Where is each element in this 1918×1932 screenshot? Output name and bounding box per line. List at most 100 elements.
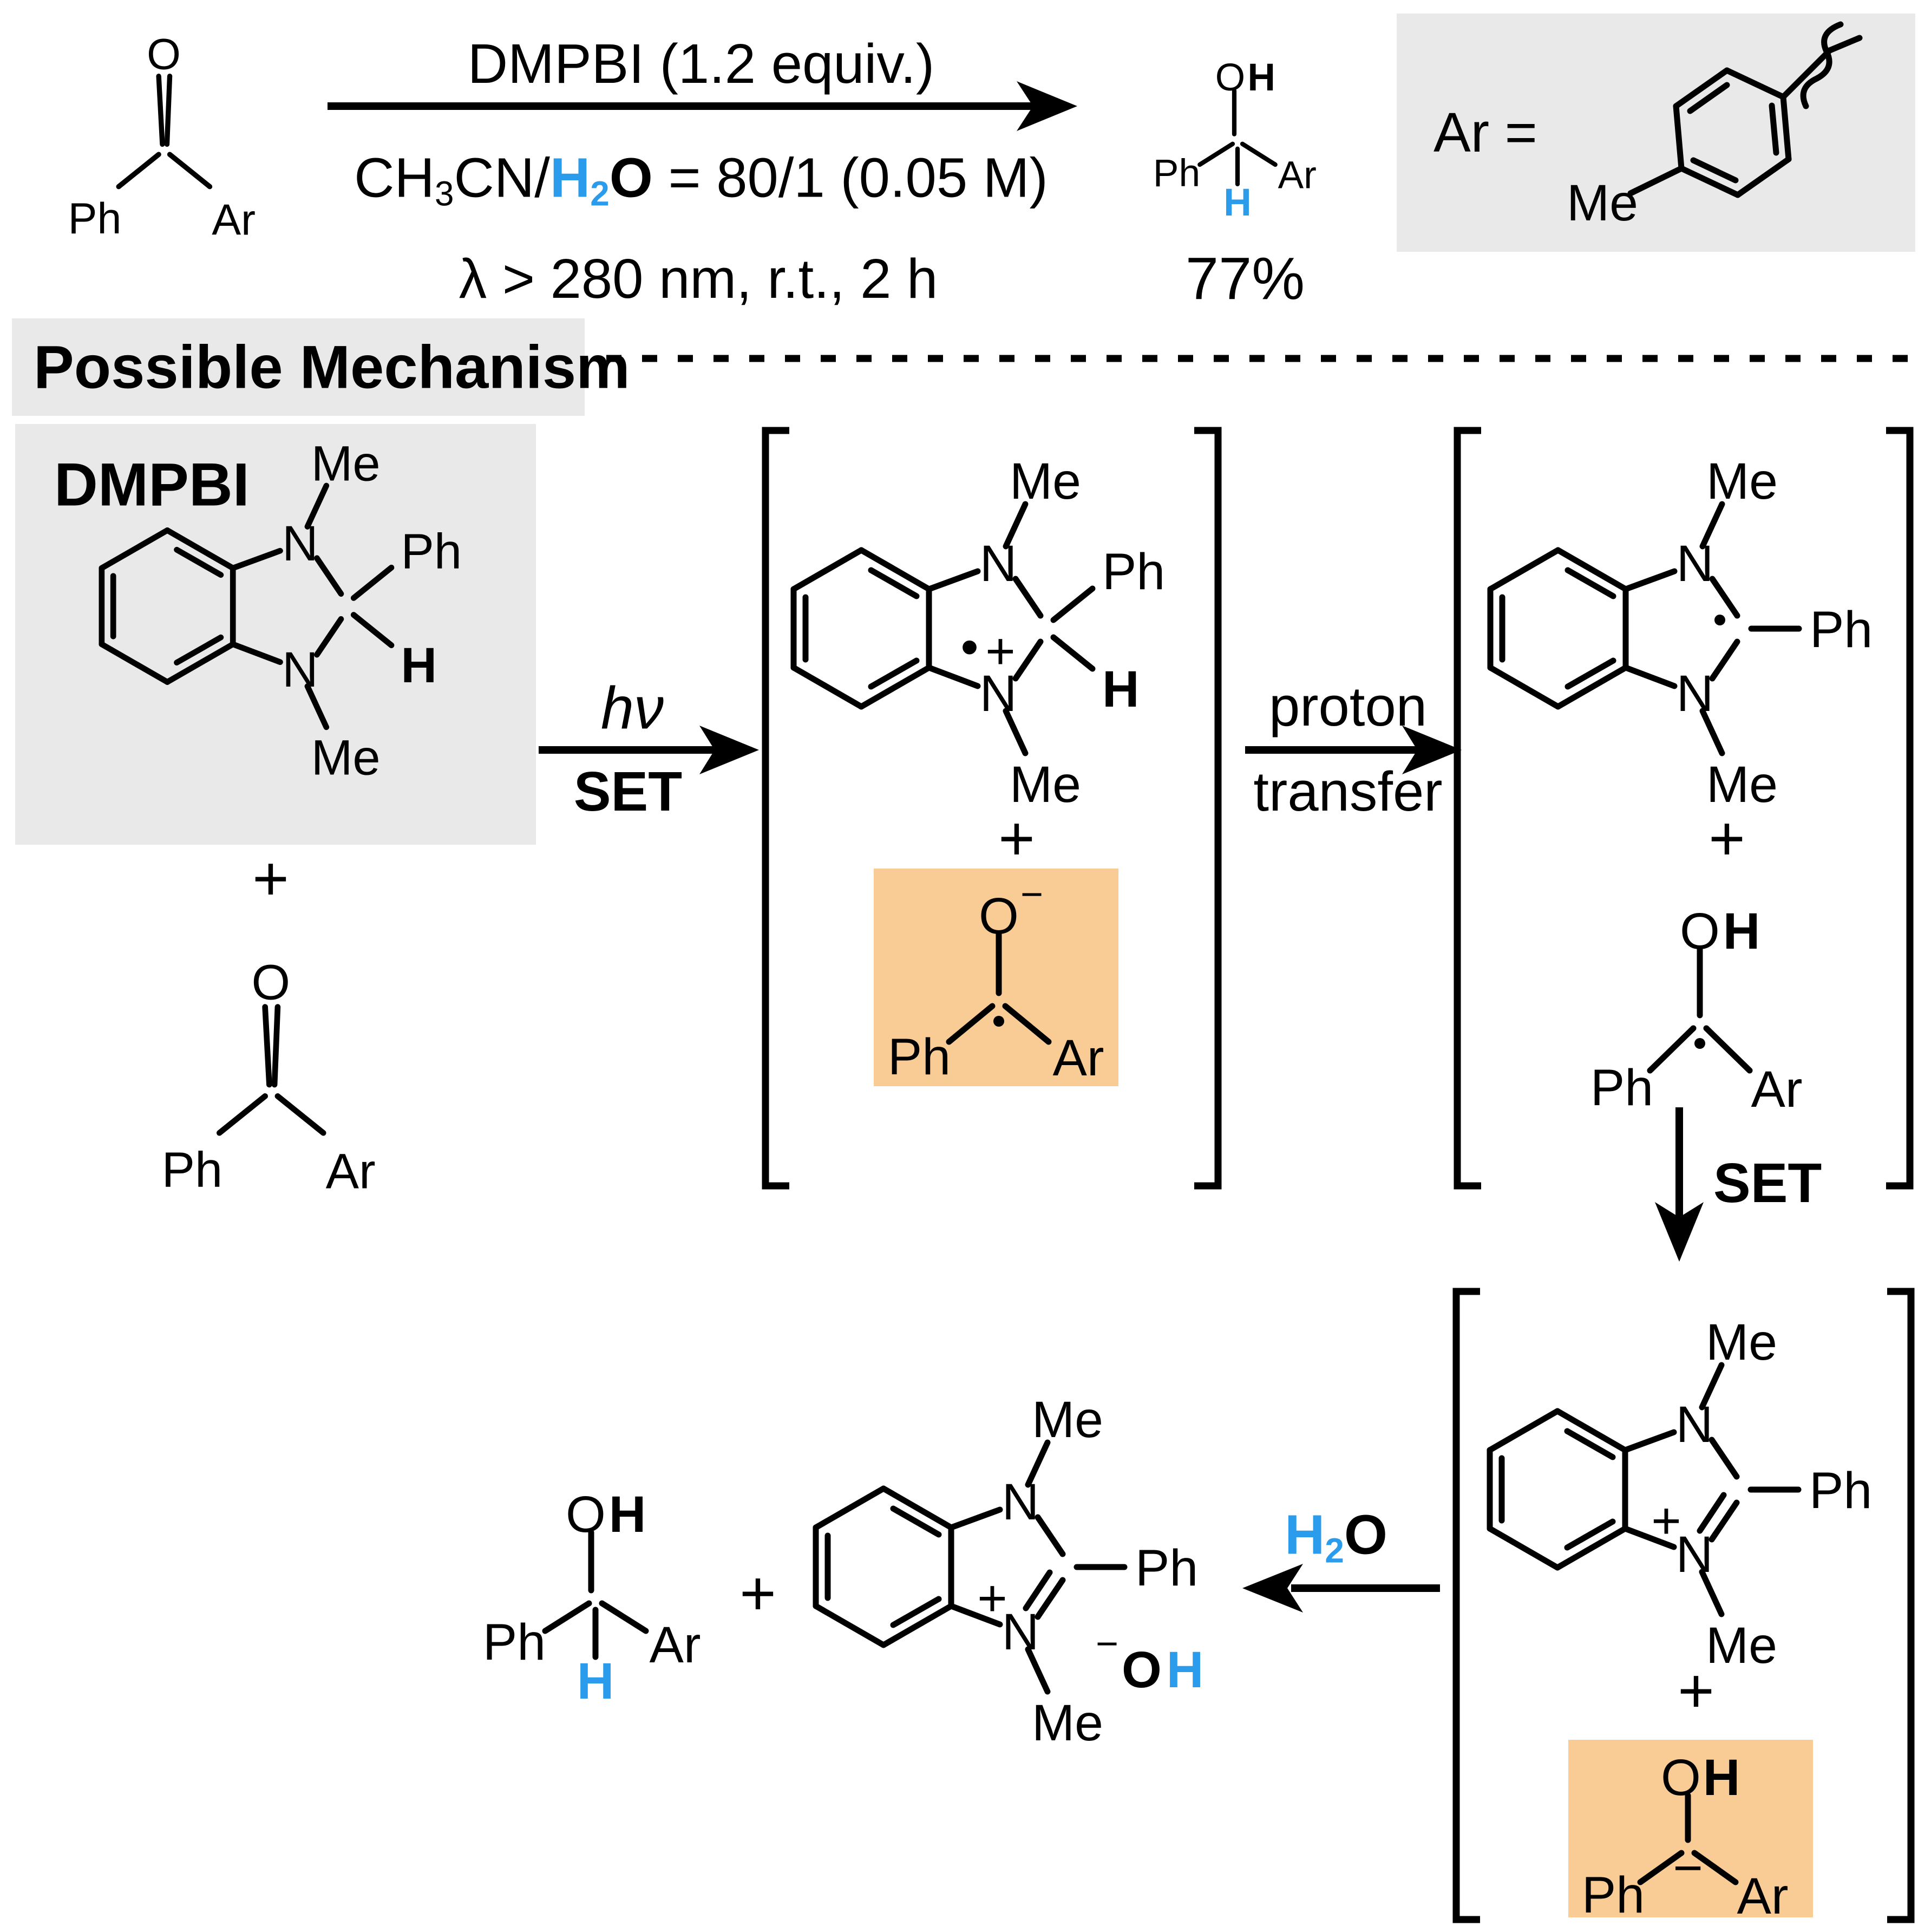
- n3-atom: N: [980, 665, 1017, 722]
- o-atom: O: [566, 1486, 606, 1543]
- ar-group: Ar: [650, 1616, 701, 1674]
- n1-atom: N: [1002, 1473, 1039, 1531]
- h2o-label: H2O: [1284, 1503, 1388, 1570]
- ph-group: Ph: [401, 524, 462, 579]
- ph-group: Ph: [1582, 1866, 1645, 1924]
- ph-group: Ph: [1135, 1539, 1198, 1597]
- o-atom: O: [1661, 1749, 1701, 1806]
- structure-dmpbi: N N Me Me Ph H: [99, 436, 462, 786]
- n3-atom: N: [1002, 1603, 1039, 1661]
- structure-carbanion: O H − Ph Ar: [1582, 1749, 1789, 1925]
- proton-transfer-arrow: [1245, 726, 1462, 774]
- ar-group: Ar: [1737, 1868, 1789, 1925]
- structure-ketyl-radical-anion: O − Ph Ar: [888, 873, 1104, 1087]
- me-group: Me: [1010, 453, 1081, 510]
- o-atom: O: [147, 30, 181, 79]
- structure-ketone-reactant: O Ph Ar: [68, 30, 256, 245]
- h-atom: H: [401, 637, 437, 693]
- radical-dot: [1714, 615, 1725, 625]
- ph-group: Ph: [1153, 152, 1200, 195]
- n1-atom: N: [980, 535, 1017, 592]
- n3-atom: N: [1677, 665, 1714, 722]
- structure-tolyl: Me: [1567, 21, 1863, 232]
- radical-dot: [993, 1016, 1004, 1027]
- n1-atom: N: [282, 515, 318, 571]
- set-down-arrow: [1655, 1107, 1704, 1262]
- o-atom: O: [1215, 56, 1245, 99]
- ph-group: Ph: [68, 194, 122, 243]
- plus-bracket1: +: [998, 803, 1035, 873]
- plus-dmpbi-ketone: +: [252, 843, 289, 913]
- set2-label: SET: [1713, 1152, 1822, 1214]
- structure-alcohol-product-bottom: O H Ph Ar H: [483, 1486, 701, 1710]
- bracket-intermediate-2: [1454, 427, 1914, 1190]
- ph-group: Ph: [1102, 543, 1165, 601]
- cation-plus: +: [977, 1570, 1007, 1627]
- o-atom: O: [252, 955, 291, 1010]
- structure-dmpbi-radical-cation: N N Me Me Ph H • +: [790, 453, 1165, 813]
- n3-atom: N: [282, 642, 318, 697]
- ar-group: Ar: [1053, 1029, 1104, 1087]
- structure-ketone-mechanism: O Ph Ar: [162, 955, 376, 1199]
- n3-atom: N: [1676, 1526, 1713, 1583]
- solvent-line: CH3CN/H2O = 80/1 (0.05 M): [354, 146, 1048, 213]
- hydroxide-minus: −: [1096, 1622, 1118, 1666]
- ar-group: Ar: [1278, 154, 1317, 197]
- cation-plus: +: [1651, 1492, 1681, 1550]
- h-atom: H: [1102, 661, 1140, 718]
- ar-equals-label: Ar =: [1433, 101, 1537, 164]
- radical-dot: [1694, 1038, 1705, 1049]
- me-group: Me: [311, 730, 381, 786]
- ph-group: Ph: [1810, 601, 1873, 658]
- plus-products: +: [739, 1558, 776, 1628]
- h2o-arrow: [1242, 1564, 1440, 1613]
- me-group: Me: [1706, 1314, 1777, 1371]
- ph-group: Ph: [162, 1142, 223, 1198]
- plus-bracket2: +: [1708, 803, 1745, 873]
- hydride-h-atom: H: [577, 1653, 614, 1710]
- set-label: SET: [573, 760, 683, 823]
- n1-atom: N: [1676, 1396, 1713, 1453]
- hydroxide-o-atom: O: [1122, 1641, 1162, 1699]
- radical-dot: •: [960, 618, 978, 676]
- section-title: Possible Mechanism: [34, 333, 630, 401]
- hv-set-arrow: [539, 726, 759, 774]
- minus-charge: −: [1020, 873, 1043, 916]
- o-atom: O: [1680, 903, 1720, 960]
- h-atom: H: [1248, 56, 1275, 99]
- bracket-intermediate-1: [762, 427, 1222, 1190]
- structure-alcohol-product-top: O H Ph Ar H: [1153, 56, 1317, 224]
- ph-group: Ph: [1809, 1462, 1872, 1519]
- h-atom: H: [1723, 903, 1760, 960]
- possible-mechanism-box: [12, 318, 585, 416]
- h-atom: H: [1703, 1749, 1740, 1806]
- proton-label: proton: [1268, 675, 1428, 737]
- ar-group: Ar: [212, 196, 256, 245]
- conditions-line: λ > 280 nm, r.t., 2 h: [459, 247, 938, 310]
- me-group: Me: [1032, 1694, 1103, 1752]
- hydride-h-atom: H: [1223, 181, 1251, 224]
- reaction-arrow: [328, 81, 1077, 131]
- minus-charge: −: [1673, 1839, 1703, 1897]
- structure-benzimidazolium-hydroxide: N N Me Me Ph + − O H: [813, 1391, 1204, 1752]
- me-group: Me: [311, 436, 381, 492]
- ph-group: Ph: [483, 1614, 546, 1671]
- ar-group: Ar: [1751, 1061, 1803, 1118]
- ph-group: Ph: [1590, 1059, 1653, 1117]
- h-atom: H: [609, 1486, 646, 1543]
- yield-label: 77%: [1185, 245, 1305, 312]
- dmpbi-name-label: DMPBI: [54, 451, 250, 519]
- transfer-label: transfer: [1253, 760, 1443, 823]
- me-group: Me: [1706, 756, 1778, 813]
- cation-plus: +: [985, 623, 1015, 680]
- hv-label: hν: [600, 675, 664, 742]
- n1-atom: N: [1677, 535, 1714, 592]
- plus-bracket3: +: [1678, 1655, 1714, 1726]
- me-group: Me: [1032, 1391, 1103, 1448]
- structure-dmpbi-radical: N N Me Me Ph: [1487, 453, 1873, 813]
- me-group: Me: [1706, 1617, 1777, 1674]
- hydroxide-h-atom: H: [1167, 1641, 1204, 1699]
- ph-group: Ph: [888, 1028, 951, 1086]
